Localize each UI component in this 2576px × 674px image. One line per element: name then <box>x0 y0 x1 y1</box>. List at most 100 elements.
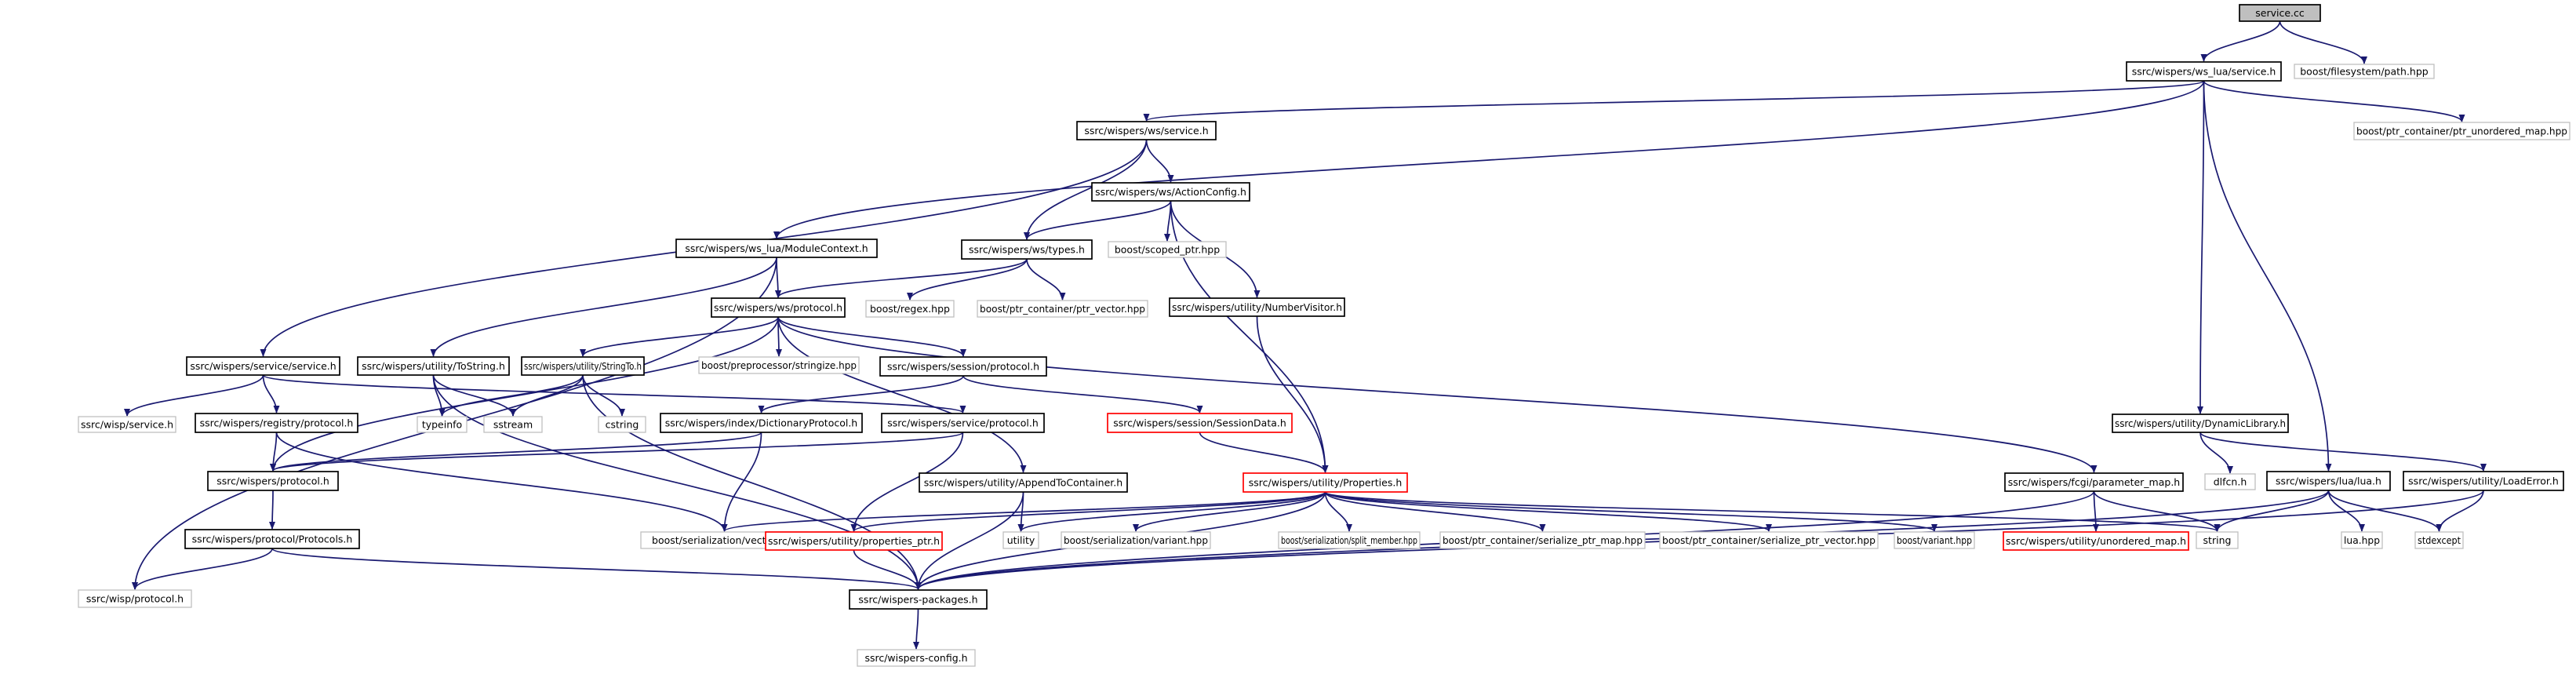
node-label: ssrc/wispers/service/service.h <box>190 360 336 372</box>
node-session-protocol[interactable]: ssrc/wispers/session/protocol.h <box>879 356 1047 377</box>
node-box <box>2294 64 2435 79</box>
edge-session_data-to-properties <box>1199 432 1329 473</box>
node-lua-h[interactable]: ssrc/wispers/lua/lua.h <box>2266 471 2391 491</box>
edge-append_to_container-to-wispers_packages <box>915 491 1024 590</box>
node-stdexcept: stdexcept <box>2414 531 2464 549</box>
edge-service_cc-to-ws_lua_service <box>2200 20 2281 62</box>
node-label: ssrc/wispers/session/SessionData.h <box>1113 417 1286 429</box>
edge-properties-to-ser_ptr_map <box>1324 491 1546 532</box>
node-label: typeinfo <box>422 419 462 431</box>
node-box <box>1061 531 1211 549</box>
node-label: ssrc/wispers/utility/NumberVisitor.h <box>1172 301 1342 313</box>
node-label: boost/preprocessor/stringize.hpp <box>701 359 857 371</box>
edge-dict_protocol-to-ser_vector <box>721 432 762 532</box>
node-wispers-protocol[interactable]: ssrc/wispers/protocol.h <box>207 471 339 491</box>
node-label: ssrc/wispers/utility/DynamicLibrary.h <box>2115 417 2286 429</box>
node-box <box>660 413 863 433</box>
node-load-error[interactable]: ssrc/wispers/utility/LoadError.h <box>2403 471 2564 491</box>
node-to-string[interactable]: ssrc/wispers/utility/ToString.h <box>357 356 510 376</box>
node-label: string <box>2203 534 2232 546</box>
node-box <box>186 356 340 376</box>
node-box <box>1659 531 1879 549</box>
node-box <box>919 472 1128 493</box>
node-properties-ptr[interactable]: ssrc/wispers/utility/properties_ptr.h <box>765 531 943 551</box>
node-label: ssrc/wispers/ws/types.h <box>969 244 1085 256</box>
node-box <box>521 356 645 376</box>
node-wispers-packages[interactable]: ssrc/wispers-packages.h <box>849 589 988 610</box>
node-box <box>2196 531 2239 549</box>
node-label: lua.hpp <box>2344 534 2380 546</box>
node-box <box>961 239 1093 260</box>
edge-service_protocol-to-wispers_protocol <box>270 432 964 472</box>
edge-module_context-to-to_string <box>430 257 777 357</box>
edge-number_visitor-to-properties <box>1256 315 1329 473</box>
node-fcgi-parameter-map[interactable]: ssrc/wispers/fcgi/parameter_map.h <box>2004 472 2184 492</box>
node-label: ssrc/wispers/service/protocol.h <box>887 417 1039 429</box>
edge-ws_lua_service-to-dynamic_library <box>2197 80 2205 414</box>
node-unordered-map[interactable]: ssrc/wispers/utility/unordered_map.h <box>2003 531 2189 551</box>
node-box <box>2414 531 2464 549</box>
edge-registry_protocol-to-ser_vector <box>275 432 728 532</box>
node-sstream: sstream <box>483 416 543 433</box>
node-service-cc[interactable]: service.cc <box>2239 4 2321 22</box>
node-ptr-vector: boost/ptr_container/ptr_vector.hpp <box>977 300 1148 318</box>
node-action-config[interactable]: ssrc/wispers/ws/ActionConfig.h <box>1091 182 1250 202</box>
node-label: ssrc/wispers/protocol.h <box>216 475 329 487</box>
edge-properties-to-ser_vector <box>721 491 1326 532</box>
edge-properties-to-ser_variant <box>1133 491 1326 532</box>
node-label: stdexcept <box>2418 534 2461 546</box>
node-ws-types[interactable]: ssrc/wispers/ws/types.h <box>961 239 1093 260</box>
node-typeinfo: typeinfo <box>417 416 468 433</box>
node-properties[interactable]: ssrc/wispers/utility/Properties.h <box>1243 472 1408 493</box>
node-cstring: cstring <box>598 416 646 433</box>
node-number-visitor[interactable]: ssrc/wispers/utility/NumberVisitor.h <box>1169 297 1345 317</box>
node-session-data[interactable]: ssrc/wispers/session/SessionData.h <box>1107 413 1293 433</box>
node-service-protocol[interactable]: ssrc/wispers/service/protocol.h <box>881 413 1045 433</box>
edge-ws_protocol-to-append_to_container <box>777 316 1027 473</box>
edge-to_string-to-wispers_packages <box>432 374 922 590</box>
node-label: boost/variant.hpp <box>1897 534 1972 546</box>
edge-ws_protocol-to-fcgi_parameter_map <box>777 316 2098 473</box>
node-label: ssrc/wispers/ws/protocol.h <box>714 302 842 314</box>
edge-ws_types-to-ws_protocol <box>775 258 1028 298</box>
edge-protocols-to-wisp_protocol <box>132 548 273 590</box>
node-module-context[interactable]: ssrc/wispers/ws_lua/ModuleContext.h <box>675 239 878 258</box>
node-dynamic-library[interactable]: ssrc/wispers/utility/DynamicLibrary.h <box>2112 414 2289 433</box>
node-ws-lua-service[interactable]: ssrc/wispers/ws_lua/service.h <box>2126 61 2282 82</box>
node-ws-protocol[interactable]: ssrc/wispers/ws/protocol.h <box>711 297 846 318</box>
edge-properties-to-utility <box>1017 491 1326 532</box>
node-string-to[interactable]: ssrc/wispers/utility/StringTo.h <box>521 356 645 376</box>
edge-to_string-to-sstream <box>432 374 516 417</box>
node-box <box>207 471 339 491</box>
edge-string_to-to-wispers_packages <box>582 374 922 590</box>
node-box <box>881 413 1045 433</box>
node-registry-protocol[interactable]: ssrc/wispers/registry/protocol.h <box>195 413 358 433</box>
node-label: ssrc/wispers/lua/lua.h <box>2276 475 2381 487</box>
edge-protocols-to-wispers_packages <box>271 548 922 590</box>
node-dict-protocol[interactable]: ssrc/wispers/index/DictionaryProtocol.h <box>660 413 863 433</box>
node-ws-service[interactable]: ssrc/wispers/ws/service.h <box>1076 121 1217 140</box>
node-service-service[interactable]: ssrc/wispers/service/service.h <box>186 356 340 376</box>
edge-wispers_packages-to-wispers_config <box>913 608 920 650</box>
node-protocols[interactable]: ssrc/wispers/protocol/Protocols.h <box>184 529 360 549</box>
node-box <box>1091 182 1250 202</box>
node-dlfcn: dlfcn.h <box>2204 473 2256 490</box>
node-label: boost/ptr_container/serialize_ptr_vector… <box>1662 534 1876 546</box>
node-lua-hpp: lua.hpp <box>2341 531 2383 549</box>
edge-properties-to-ser_split_member <box>1324 491 1352 532</box>
node-boost-fs-path: boost/filesystem/path.hpp <box>2294 64 2435 79</box>
node-box <box>195 413 358 433</box>
node-append-to-container[interactable]: ssrc/wispers/utility/AppendToContainer.h <box>919 472 1128 493</box>
node-box <box>2239 4 2321 22</box>
node-label: ssrc/wispers/registry/protocol.h <box>200 417 354 429</box>
node-label: ssrc/wisp/service.h <box>81 419 173 431</box>
edge-lua_h-to-string <box>2214 490 2330 532</box>
node-box <box>2003 531 2189 551</box>
edge-ws_service-to-ws_types <box>1024 139 1148 240</box>
edge-string_to-to-typeinfo <box>438 374 584 417</box>
node-scoped-ptr: boost/scoped_ptr.hpp <box>1108 241 1227 258</box>
node-label: ssrc/wispers/fcgi/parameter_map.h <box>2008 476 2180 488</box>
node-label: ssrc/wisp/protocol.h <box>86 593 184 605</box>
